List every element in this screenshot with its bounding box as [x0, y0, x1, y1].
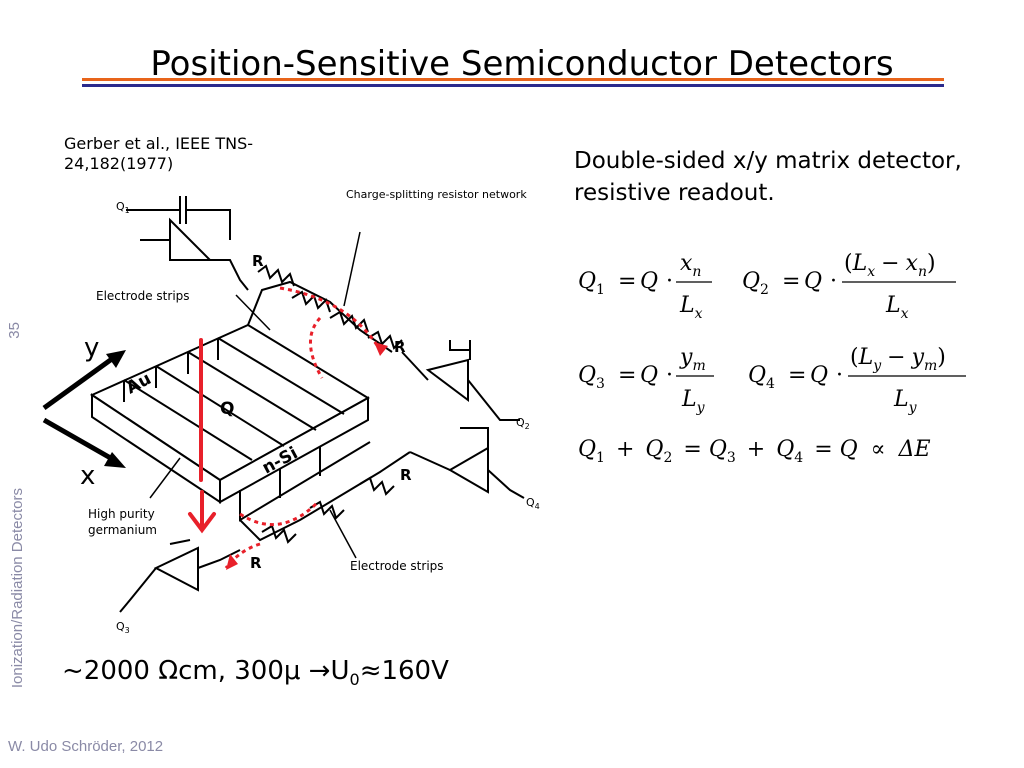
- resistor-label-1: R: [252, 252, 264, 270]
- eq3-q3: Q3: [578, 363, 605, 392]
- eq2-numerator: (Lx−xn): [844, 251, 936, 280]
- bottom-line: ~2000 Ωcm, 300μ →U0≈160V: [62, 656, 449, 690]
- y-axis-label: y: [84, 333, 99, 363]
- electrode-strips-bottom-label: Electrode strips: [350, 559, 444, 573]
- q1-label: Q1: [116, 200, 130, 215]
- hp-ge-label-1: High purity: [88, 507, 155, 521]
- eq2-q2: Q2: [742, 269, 769, 298]
- svg-text:Q: Q: [640, 363, 658, 388]
- title-rule-blue: [82, 84, 944, 87]
- y-axis-arrow: [42, 353, 118, 411]
- svg-text:·: ·: [830, 269, 837, 294]
- electrode-strips-top-label: Electrode strips: [96, 289, 190, 303]
- svg-text:=: =: [788, 363, 806, 388]
- svg-text:Q: Q: [640, 269, 658, 294]
- svg-text:·: ·: [836, 363, 843, 388]
- x-axis-label: x: [80, 461, 95, 491]
- eq4-denominator: Ly: [893, 387, 918, 416]
- slide-title: Position-Sensitive Semiconductor Detecto…: [150, 44, 894, 84]
- slide-number: 35: [6, 322, 23, 339]
- svg-text:=: =: [618, 363, 636, 388]
- eq1-q1: Q1: [578, 269, 605, 298]
- eq2-denominator: Lx: [885, 293, 909, 322]
- svg-text:·: ·: [666, 363, 673, 388]
- resistor-label-2: R: [394, 338, 406, 356]
- charge-path-bottom: [239, 500, 320, 527]
- hp-ge-label-2: germanium: [88, 523, 157, 537]
- eq1-numerator: xn: [680, 251, 701, 280]
- q3-label: Q3: [116, 620, 130, 635]
- eq3-denominator: Ly: [681, 387, 706, 416]
- arrow-icon: →: [308, 656, 331, 686]
- eq5-sum: Q1 + Q2 = Q3 + Q4 = Q ∝ ΔE: [578, 437, 931, 468]
- svg-text:·: ·: [666, 269, 673, 294]
- svg-text:=: =: [618, 269, 636, 294]
- description: Double-sided x/y matrix detector, resist…: [574, 148, 962, 206]
- section-label: Ionization/Radiation Detectors: [9, 488, 26, 689]
- eq1-denominator: Lx: [679, 293, 703, 322]
- svg-text:=: =: [782, 269, 800, 294]
- detector-diagram: Charge-splitting resistor network Electr…: [42, 188, 540, 635]
- hit-charge-label: Q: [220, 399, 234, 419]
- title-rule-orange: [82, 78, 944, 81]
- footer-author: W. Udo Schröder, 2012: [8, 738, 164, 755]
- resistor-label-3: R: [400, 466, 412, 484]
- bottom-line-text: ~2000 Ωcm, 300μ: [62, 656, 309, 686]
- eq3-numerator: ym: [679, 345, 706, 374]
- eq4-numerator: (Ly−ym): [850, 345, 946, 374]
- q2-label: Q2: [516, 416, 530, 431]
- equations: Q1 = Q · xn Lx Q2 = Q · (Lx−xn) Lx Q3 = …: [578, 251, 966, 468]
- svg-text:Q: Q: [804, 269, 822, 294]
- resistor-label-4: R: [250, 554, 262, 572]
- charge-path-top: [279, 286, 382, 351]
- eq4-q4: Q4: [748, 363, 775, 392]
- x-axis-arrow: [42, 417, 116, 463]
- q4-label: Q4: [526, 496, 540, 511]
- citation: Gerber et al., IEEE TNS-24,182(1977): [64, 134, 253, 173]
- svg-text:Q: Q: [810, 363, 828, 388]
- charge-splitting-label: Charge-splitting resistor network: [346, 188, 527, 201]
